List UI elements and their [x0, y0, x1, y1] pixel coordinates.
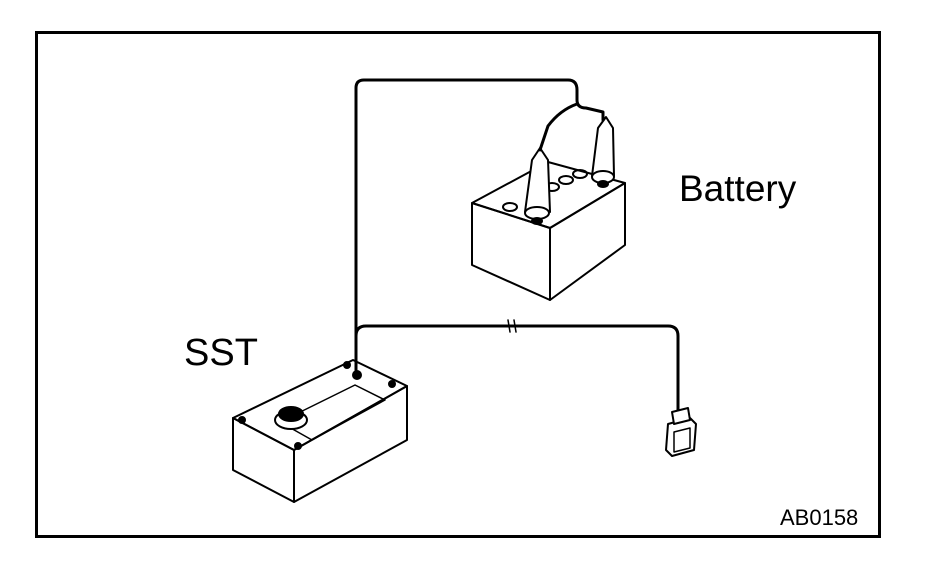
sst-side [293, 385, 408, 503]
positive-clamp [591, 116, 615, 188]
sst-panel [279, 384, 386, 441]
battery-illustration [471, 116, 626, 301]
cable-break-mark [507, 319, 517, 333]
diagnostic-connector [665, 407, 697, 457]
figure-frame [35, 31, 881, 538]
figure-code: AB0158 [780, 505, 859, 530]
battery-cable-branch [538, 102, 579, 152]
cables [354, 78, 680, 414]
battery-cable [354, 78, 605, 374]
battery-vent-caps [502, 169, 588, 212]
sst-label: SST [184, 332, 258, 374]
sst-screws [238, 361, 396, 450]
sst-tester-illustration [232, 359, 408, 503]
sst-front [232, 417, 295, 503]
battery-label: Battery [679, 168, 797, 209]
battery-side [549, 182, 626, 301]
sst-top [232, 359, 408, 451]
connector-cable [354, 324, 680, 414]
sst-knob [274, 406, 308, 430]
negative-clamp [524, 147, 551, 225]
